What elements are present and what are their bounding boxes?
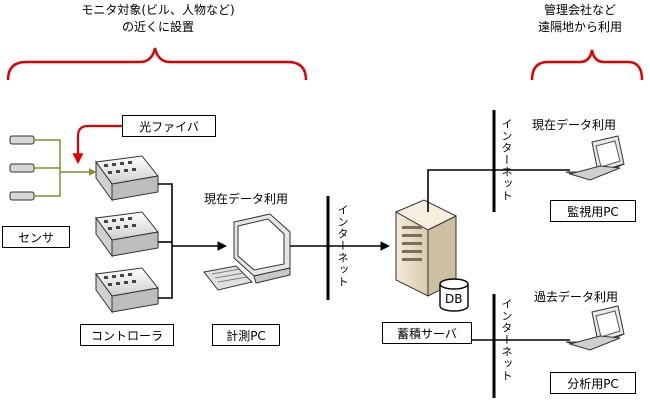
measurement-pc-icon (203, 213, 291, 291)
remote-site-bracket (530, 49, 644, 81)
fiber-pointer-arrow (72, 124, 122, 165)
remote-site-header-line2: 遠隔地から利用 (537, 20, 622, 34)
monitoring-laptop-icon (565, 135, 625, 181)
monitor-site-header-line2: の近くに設置 (121, 20, 194, 34)
db-label: DB (445, 292, 463, 306)
remote-site-header-line1: 管理会社など (543, 3, 616, 17)
db-cylinder-icon (439, 278, 469, 312)
measurement-pc-label: 計測PC (212, 324, 280, 346)
monitor-site-header-line1: モニタ対象(ビル、人物など) (81, 3, 235, 17)
fiber-lines (34, 139, 97, 197)
internet-label-1: インターネット (336, 204, 349, 288)
sensor-icon (9, 135, 35, 201)
monitor-site-bracket (6, 47, 308, 81)
controller-text: コントローラ (90, 328, 163, 343)
sensor-label: センサ (2, 226, 70, 248)
sensor-text: センサ (17, 230, 54, 245)
internet-label-3: インターネット (500, 298, 513, 382)
optical-fiber-label: 光ファイバ (122, 115, 216, 137)
storage-server-text: 蓄積サーバ (397, 326, 457, 341)
storage-server-icon (394, 199, 458, 297)
current-data-use-center-label: 現在データ利用 (204, 192, 289, 206)
monitoring-pc-text: 監視用PC (567, 204, 619, 219)
server-links (427, 169, 570, 341)
controller-bus (158, 183, 227, 299)
analysis-laptop-icon (565, 305, 625, 351)
measurement-pc-text: 計測PC (226, 328, 266, 343)
storage-server-label: 蓄積サーバ (382, 322, 472, 344)
past-data-use-label: 過去データ利用 (534, 290, 619, 304)
optical-fiber-text: 光ファイバ (139, 119, 199, 134)
internet-label-2: インターネット (500, 118, 513, 202)
analysis-pc-text: 分析用PC (567, 376, 619, 391)
monitoring-pc-label: 監視用PC (550, 200, 636, 222)
controller-icon (95, 155, 159, 314)
current-data-use-right-label: 現在データ利用 (532, 118, 617, 132)
analysis-pc-label: 分析用PC (550, 372, 636, 394)
controller-label: コントローラ (80, 324, 174, 346)
